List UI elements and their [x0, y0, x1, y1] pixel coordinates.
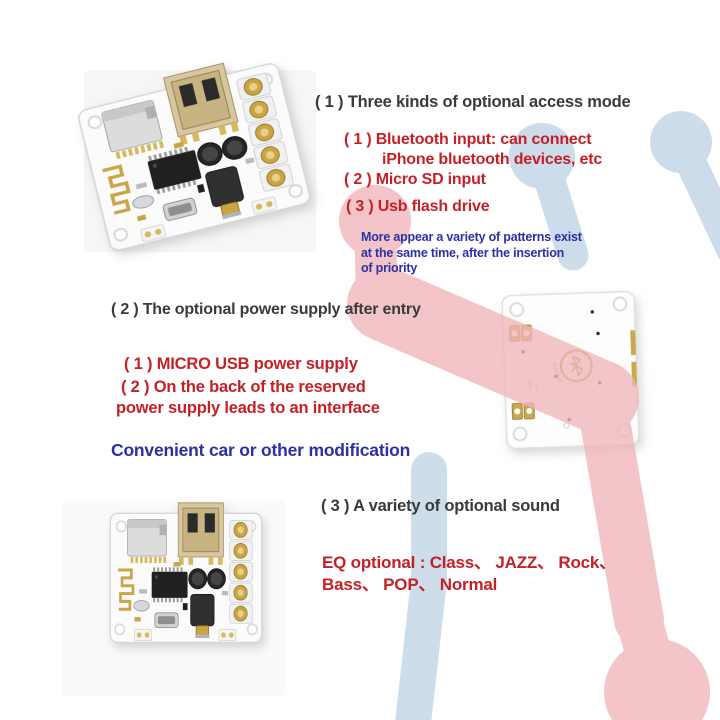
section2-item1: ( 1 ) MICRO USB power supply: [124, 355, 358, 373]
pink-trace-shapes: [339, 185, 710, 720]
section1-note-line2: at the same time, after the insertion: [361, 245, 565, 260]
bluetooth-module-front-photo-bottom: [108, 502, 264, 652]
section2-item2-line2: power supply leads to an interface: [116, 399, 380, 417]
section1-item1-line2: iPhone bluetooth devices, etc: [382, 151, 603, 168]
section1-item2: ( 2 ) Micro SD input: [344, 171, 486, 188]
section1-heading: ( 1 ) Three kinds of optional access mod…: [315, 93, 631, 111]
section3-eq-line1: EQ optional : Class、 JAZZ、 Rock、: [322, 553, 616, 572]
section1-item3: ( 3 ) Usb flash drive: [346, 198, 490, 215]
section3-heading: ( 3 ) A variety of optional sound: [321, 497, 560, 515]
section1-note-line3: of priority: [361, 261, 418, 275]
section2-item2-line1: ( 2 ) On the back of the reserved: [121, 378, 366, 396]
section1-note-line1: More appear a variety of patterns exist: [361, 230, 582, 244]
section1-item1-line1: ( 1 ) Bluetooth input: can connect: [344, 131, 592, 148]
section2-note: Convenient car or other modification: [111, 440, 411, 460]
section2-heading: ( 2 ) The optional power supply after en…: [111, 301, 421, 318]
section1-note: More appear a variety of patterns exist …: [361, 230, 582, 277]
section3-eq-line2: Bass、 POP、 Normal: [322, 575, 498, 594]
bluetooth-module-back-photo: [499, 289, 641, 452]
